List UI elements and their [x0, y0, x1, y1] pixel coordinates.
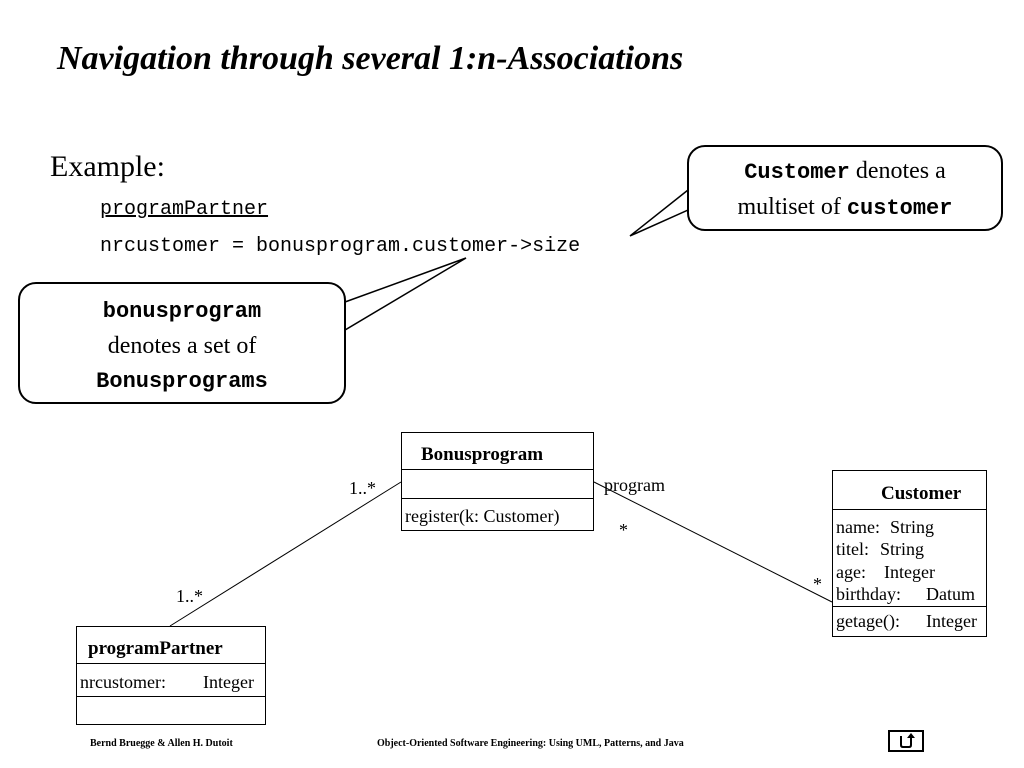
callout-right-pointer — [629, 188, 689, 237]
slide-title: Navigation through several 1:n-Associati… — [57, 40, 684, 77]
callout-right-text1: denotes a — [849, 158, 946, 184]
footer-authors: Bernd Bruegge & Allen H. Dutoit — [90, 738, 233, 749]
multiplicity-bonusprogram-end-customer-assoc: * — [619, 520, 628, 540]
callout-right-keyword-customer: Customer — [744, 160, 850, 185]
class-bonusprogram-name: Bonusprogram — [421, 444, 544, 465]
callout-left-keyword-bonusprograms: Bonusprograms — [96, 369, 268, 394]
code-line-nrcustomer: nrcustomer = bonusprogram.customer->size — [100, 235, 581, 258]
callout-right-text2: multiset of — [737, 194, 847, 220]
callout-left-pointer — [344, 257, 467, 332]
class-customer: Customer name: String titel: String age:… — [832, 470, 987, 637]
attr-name-label: name: — [836, 517, 880, 537]
operation-register: register(k: Customer) — [405, 506, 560, 526]
attr-age-label: age: — [836, 562, 866, 582]
class-customer-attributes: name: String titel: String age: Integer … — [833, 510, 986, 607]
callout-right-keyword-customer-lower: customer — [846, 196, 953, 221]
operation-getage-label: getage(): — [836, 611, 900, 631]
class-programpartner-operations — [77, 697, 265, 724]
role-name-program: program — [604, 475, 665, 495]
attr-titel-type: String — [880, 539, 925, 559]
callout-bonusprogram-set: bonusprogram denotes a set of Bonusprogr… — [18, 282, 346, 404]
back-navigation-button[interactable] — [888, 730, 924, 752]
back-arrow-icon — [900, 733, 915, 748]
attr-age-type: Integer — [884, 562, 935, 582]
callout-left-keyword-bonusprogram: bonusprogram — [102, 299, 262, 324]
attr-birthday-type: Datum — [926, 584, 975, 604]
code-line-program-partner: programPartner — [100, 198, 269, 221]
multiplicity-customer-end: * — [813, 574, 822, 594]
class-programpartner-name: programPartner — [88, 638, 223, 659]
attr-nrcustomer-label: nrcustomer: — [80, 672, 166, 692]
attr-birthday-label: birthday: — [836, 584, 901, 604]
attr-nrcustomer-type: Integer — [203, 672, 254, 692]
attr-name-type: String — [890, 517, 935, 537]
multiplicity-partner-end: 1..* — [176, 586, 203, 606]
association-line-partner-program — [169, 481, 402, 627]
operation-getage-type: Integer — [926, 611, 977, 631]
class-customer-name: Customer — [881, 483, 962, 504]
callout-customer-multiset: Customer denotes a multiset of customer — [687, 145, 1003, 231]
example-label: Example: — [50, 150, 165, 183]
class-programpartner-attributes: nrcustomer: Integer — [77, 664, 265, 697]
class-bonusprogram-name-section: Bonusprogram — [402, 433, 593, 470]
attr-titel-label: titel: — [836, 539, 869, 559]
class-customer-name-section: Customer — [833, 471, 986, 510]
class-customer-operations: getage(): Integer — [833, 607, 986, 636]
class-programpartner-name-section: programPartner — [77, 627, 265, 664]
association-line-program-customer — [593, 481, 833, 603]
multiplicity-bonusprogram-end-partner-assoc: 1..* — [349, 478, 376, 498]
footer-book-title: Object-Oriented Software Engineering: Us… — [377, 738, 684, 749]
class-bonusprogram-attributes — [402, 470, 593, 499]
callout-left-text: denotes a set of — [107, 333, 257, 359]
class-programpartner: programPartner nrcustomer: Integer — [76, 626, 266, 725]
class-bonusprogram-operations: register(k: Customer) — [402, 499, 593, 530]
class-bonusprogram: Bonusprogram register(k: Customer) — [401, 432, 594, 531]
